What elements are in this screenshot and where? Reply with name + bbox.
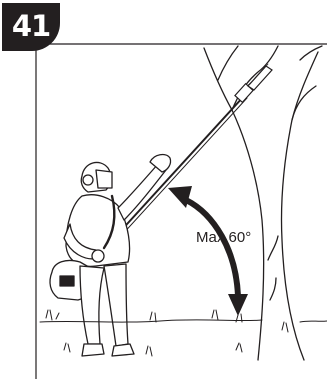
lower-hand — [92, 250, 104, 262]
engine-label — [60, 276, 74, 286]
visor — [96, 170, 112, 188]
right-leg — [104, 264, 128, 346]
operator — [50, 155, 171, 356]
tree — [204, 46, 322, 360]
left-leg — [80, 266, 104, 344]
left-boot — [82, 344, 104, 356]
upper-arm — [118, 164, 166, 220]
max-angle-label: Max 60° — [196, 229, 251, 246]
ear-protection — [83, 175, 93, 185]
right-boot — [112, 344, 134, 356]
arrow-head-bottom — [228, 294, 248, 316]
angle-arrow — [168, 186, 248, 316]
step-number: 41 — [12, 9, 50, 43]
